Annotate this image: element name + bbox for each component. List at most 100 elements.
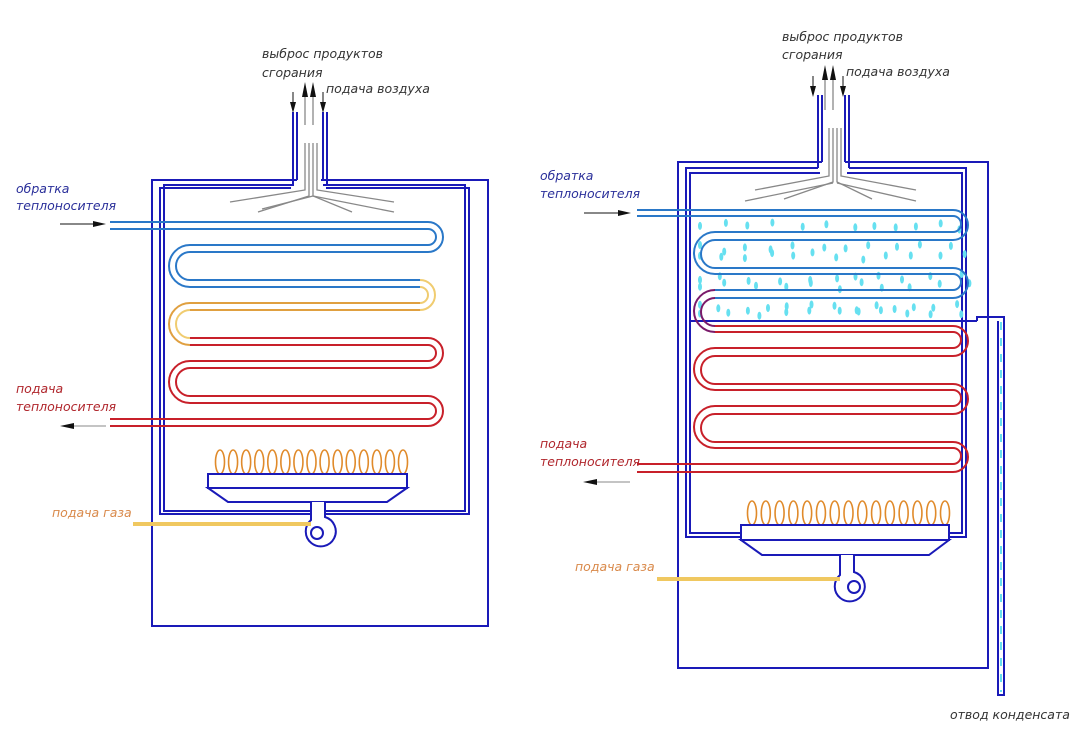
gas-supply-label: подача газа	[575, 559, 655, 574]
flame-icon	[319, 449, 330, 475]
exhaust-label-line2: сгорания	[782, 47, 843, 62]
return-label-line1: обратка	[540, 168, 593, 183]
condensate-droplet	[938, 251, 943, 260]
supply-label-line1: подача	[540, 436, 587, 451]
burner	[204, 449, 411, 548]
air-arrow-down-icon	[840, 86, 846, 97]
flame-icon	[856, 500, 868, 526]
condensate-droplet	[883, 251, 888, 260]
arrow-left-icon	[583, 479, 597, 485]
condensate-droplet	[745, 306, 750, 315]
exhaust-label-line1: выброс продуктов	[262, 46, 383, 61]
burner	[737, 500, 952, 603]
exhaust-arrows	[290, 82, 326, 113]
condensate-droplet	[948, 241, 953, 250]
supply-arrow	[583, 479, 630, 485]
condensate-droplet	[790, 241, 795, 250]
condensate-droplet	[723, 218, 728, 227]
condensate-droplet	[895, 242, 899, 251]
condensate-droplet	[859, 278, 864, 287]
condensate-drain-label: отвод конденсата	[950, 707, 1070, 722]
flame-icon	[306, 449, 317, 475]
arrow-right-icon	[618, 210, 631, 216]
air-arrow-down-icon	[810, 86, 816, 97]
flame-icon	[371, 449, 383, 475]
condensate-droplet	[872, 222, 877, 230]
condensate-droplet	[962, 250, 967, 259]
condensate-droplet	[722, 247, 727, 256]
condensate-droplet	[746, 276, 751, 285]
condensate-droplet	[822, 243, 827, 252]
condensate-droplet	[807, 306, 812, 315]
condensate-droplet	[800, 222, 805, 231]
flame-icon	[925, 500, 937, 526]
condensate-droplet	[809, 300, 814, 309]
condensate-droplets	[698, 218, 972, 320]
condensate-droplet	[892, 305, 897, 313]
arrow-left-icon	[60, 423, 74, 429]
flame-icon	[815, 500, 827, 526]
condensate-droplet	[913, 222, 918, 231]
flame-icon	[870, 500, 882, 526]
condensate-droplet	[784, 282, 789, 291]
flame-icon	[746, 500, 758, 526]
flame-icon	[774, 500, 785, 526]
flame-icon	[280, 449, 291, 475]
condensate-droplet	[837, 306, 842, 315]
return-arrow	[584, 210, 631, 216]
exhaust-arrow-up-icon	[830, 65, 836, 80]
condensate-droplet	[853, 223, 858, 232]
return-label-line1: обратка	[16, 181, 69, 196]
exhaust-arrows	[810, 65, 846, 97]
flame-icon	[760, 500, 772, 526]
flame-icon	[843, 500, 854, 526]
flame-icon	[266, 449, 278, 475]
condensate-droplet	[742, 243, 747, 252]
labels: выброс продуктов сгорания подача воздуха…	[16, 46, 430, 520]
supply-arrow	[60, 423, 106, 429]
condensate-droplet	[778, 277, 783, 286]
conventional-boiler: выброс продуктов сгорания подача воздуха…	[16, 46, 489, 627]
exhaust-arrow-up-icon	[302, 82, 308, 97]
condensate-droplet	[878, 306, 883, 315]
condensate-droplet	[856, 307, 861, 316]
condensate-droplet	[905, 309, 910, 318]
burner-flames	[214, 449, 409, 475]
condensate-droplet	[719, 252, 724, 261]
condensate-droplet	[745, 221, 750, 230]
condensate-droplet	[824, 220, 829, 229]
supply-label-line2: теплоносителя	[540, 454, 641, 469]
outer-casing	[151, 179, 489, 627]
arrow-right-icon	[93, 221, 106, 227]
condensate-droplet	[770, 218, 775, 227]
flame-icon	[293, 449, 304, 475]
condensate-droplet	[698, 221, 702, 230]
flame-icon	[801, 500, 813, 526]
condensate-droplet	[784, 308, 789, 317]
condensate-droplet	[908, 251, 913, 260]
return-label-line2: теплоносителя	[16, 198, 117, 213]
gas-pipe	[657, 577, 840, 581]
condensate-droplet	[911, 303, 916, 312]
air-arrow-down-icon	[320, 102, 326, 113]
burner-flames	[746, 500, 951, 526]
heat-exchanger-coil	[637, 209, 969, 473]
condensate-droplet	[928, 310, 933, 319]
condensate-droplet	[810, 248, 815, 257]
condensate-droplet	[726, 308, 731, 317]
condensate-droplet	[861, 255, 866, 264]
flame-icon	[358, 449, 370, 475]
condensate-droplet	[835, 274, 840, 283]
flame-icon	[345, 449, 357, 475]
condensate-droplet	[716, 304, 721, 313]
outer-casing	[677, 161, 989, 669]
flame-icon	[397, 449, 409, 475]
flame-icon	[912, 500, 923, 526]
condensate-droplet	[938, 219, 943, 228]
condensate-droplet	[937, 279, 942, 288]
condensate-droplet	[754, 281, 758, 290]
flame-icon	[214, 449, 226, 475]
exhaust-arrow-up-icon	[822, 65, 828, 80]
condensate-droplet	[698, 241, 702, 249]
